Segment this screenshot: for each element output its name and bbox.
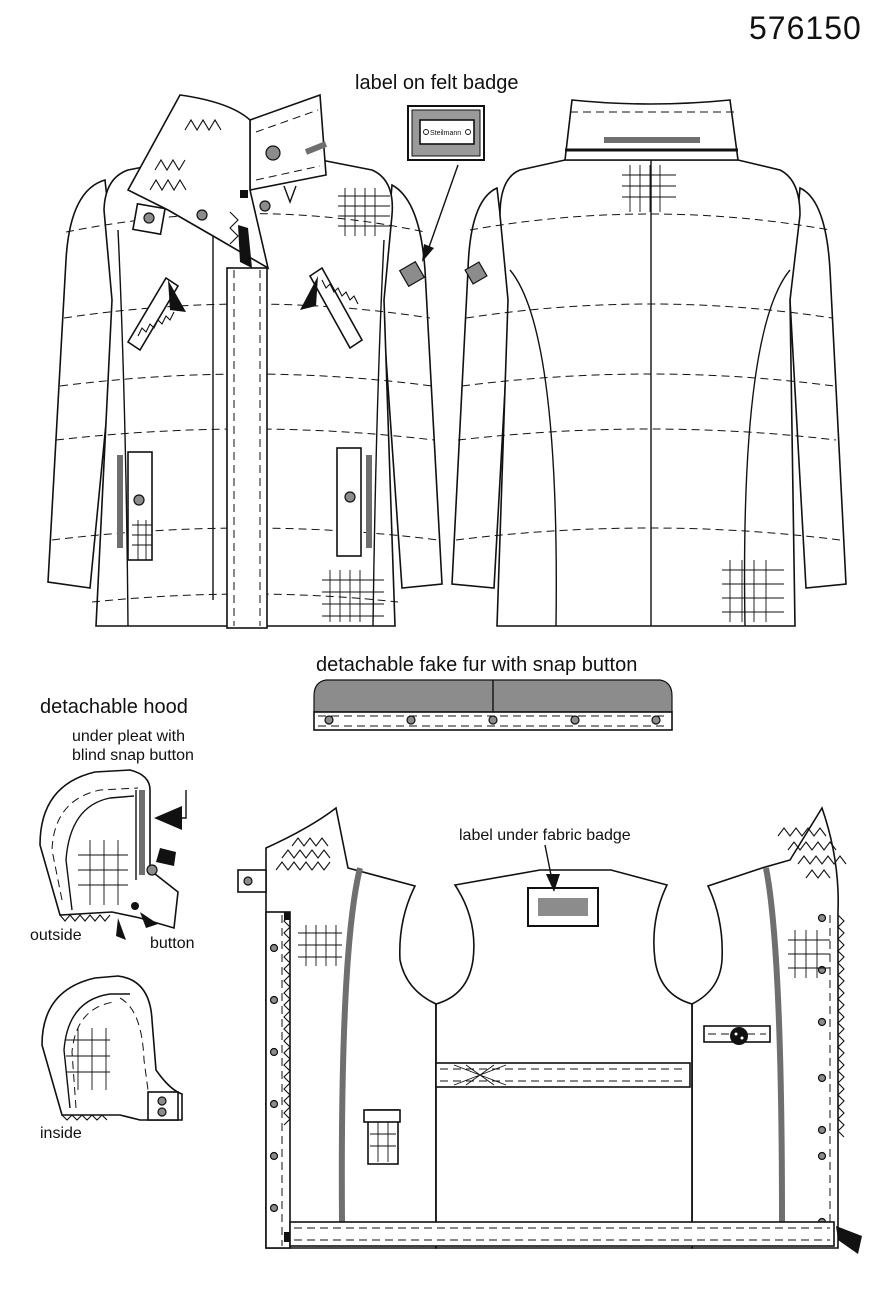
back-body bbox=[496, 159, 801, 627]
snap-button-icon bbox=[196, 209, 208, 221]
label-fabric-badge: label under fabric badge bbox=[459, 827, 631, 844]
snap-button-icon bbox=[651, 715, 661, 725]
back-sleeve-badge bbox=[464, 261, 488, 285]
right-chest-zip-pocket bbox=[300, 266, 364, 350]
label-detachable-hood: detachable hood bbox=[40, 696, 188, 718]
snap-button-icon bbox=[570, 715, 580, 725]
snap-button-icon bbox=[157, 1107, 167, 1117]
snap-button-icon bbox=[131, 902, 139, 910]
arrow-icon bbox=[836, 1226, 862, 1254]
snap-button-icon bbox=[157, 1096, 167, 1106]
snap-button-icon bbox=[243, 876, 253, 886]
snap-button-icon bbox=[133, 494, 145, 506]
check-pattern bbox=[338, 188, 390, 236]
label-outside: outside bbox=[30, 927, 82, 944]
label-inside: inside bbox=[40, 1125, 82, 1142]
back-left-sleeve bbox=[451, 186, 511, 589]
label-under-pleat-2: blind snap button bbox=[72, 747, 194, 764]
jacket-front-view bbox=[47, 93, 443, 629]
front-left-sleeve bbox=[47, 178, 119, 589]
snap-button-icon bbox=[259, 200, 271, 212]
label-fake-fur: detachable fake fur with snap button bbox=[316, 654, 638, 676]
detachable-fake-fur bbox=[313, 679, 673, 731]
snap-button-icon bbox=[406, 715, 416, 725]
felt-badge-callout: Steilmann bbox=[407, 105, 485, 262]
arrow-icon bbox=[140, 912, 158, 928]
arrow-icon bbox=[427, 164, 459, 251]
right-lower-pocket bbox=[336, 447, 372, 557]
left-lower-pocket bbox=[117, 451, 153, 561]
sleeve-felt-badge bbox=[398, 260, 426, 288]
label-felt-badge: label on felt badge bbox=[355, 72, 519, 94]
left-chest-zip-pocket bbox=[126, 276, 186, 352]
badge-brand-text: Steilmann bbox=[430, 130, 461, 137]
zipper-pull-icon bbox=[156, 848, 176, 866]
snap-button-icon bbox=[265, 145, 281, 161]
hood-outside-view bbox=[39, 769, 187, 940]
zipper-pull-icon bbox=[238, 225, 252, 268]
jacket-back-view bbox=[451, 99, 847, 627]
snap-button-icon bbox=[143, 212, 155, 224]
jacket-lining-view bbox=[237, 806, 862, 1254]
hood-inside-view bbox=[41, 975, 183, 1121]
article-number: 576150 bbox=[749, 10, 862, 46]
hanger-strap bbox=[435, 1062, 691, 1088]
front-placket bbox=[226, 267, 268, 629]
label-under-pleat-1: under pleat with bbox=[72, 728, 185, 745]
snap-button-icon bbox=[324, 715, 334, 725]
snap-button-icon bbox=[344, 491, 356, 503]
label-button: button bbox=[150, 935, 195, 952]
snap-button-icon bbox=[730, 1027, 748, 1045]
back-collar bbox=[564, 99, 739, 161]
fabric-badge bbox=[527, 844, 599, 927]
front-collar-right bbox=[249, 93, 327, 191]
front-right-sleeve bbox=[381, 183, 443, 589]
back-right-sleeve bbox=[789, 186, 847, 589]
snap-button-icon bbox=[488, 715, 498, 725]
